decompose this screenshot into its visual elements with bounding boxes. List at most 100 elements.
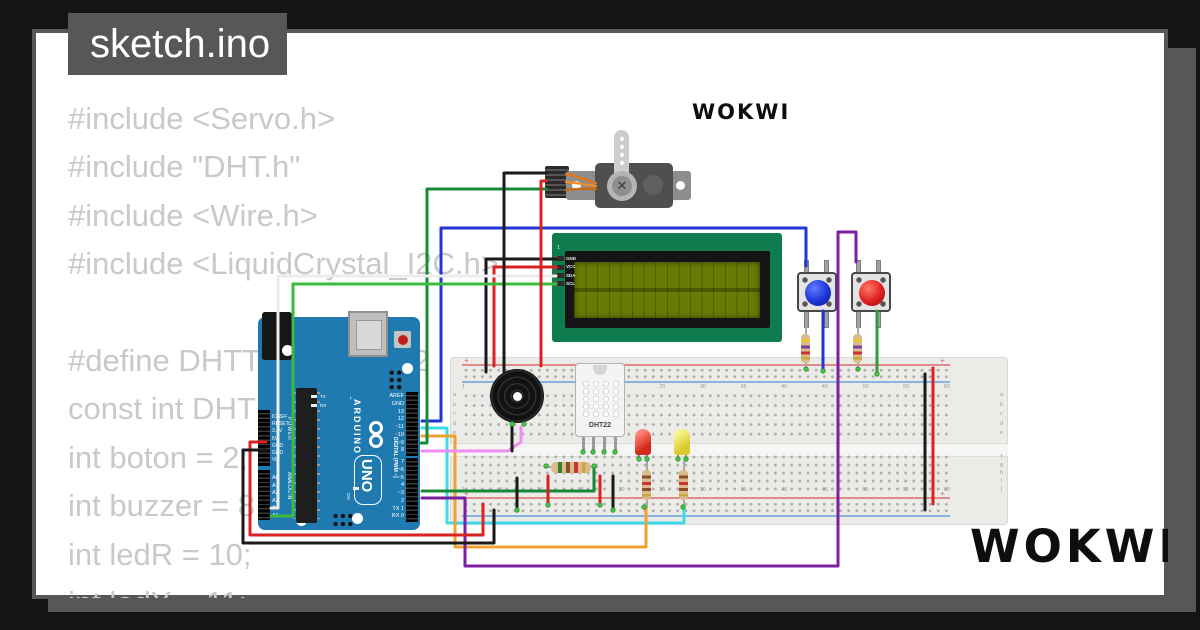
horn-hole xyxy=(619,153,624,157)
breadboard-bottom-rail-holes xyxy=(462,501,950,514)
resistor-lead xyxy=(805,326,807,334)
pin-label: ~11 xyxy=(395,424,404,430)
pin-label: VCC xyxy=(566,264,576,270)
column-number: 50 xyxy=(862,487,869,493)
servo-mount-tab-right xyxy=(671,171,691,200)
servo-wire-strand xyxy=(564,172,598,185)
servo-wire-strand xyxy=(564,180,598,188)
pin-label: 13 xyxy=(397,408,404,415)
buzzer-center-hole xyxy=(513,392,522,401)
digital-side-label: DIGITAL (PWM ~) xyxy=(392,437,398,478)
row-label: h xyxy=(999,470,1004,476)
dht-vent-grid xyxy=(581,380,619,418)
resistor-lead xyxy=(683,461,685,471)
code-line: #include <Wire.h> xyxy=(68,197,318,233)
row-label: a xyxy=(999,392,1004,398)
pin-label: SDA xyxy=(566,272,576,278)
breadboard-field-bottom xyxy=(462,453,950,493)
column-number: 35 xyxy=(740,383,747,390)
pin-label: 8 xyxy=(400,447,404,454)
uno-model-label: UNO xyxy=(358,459,375,493)
pushbutton-blue[interactable] xyxy=(797,272,837,312)
wire-5v-rail xyxy=(248,440,485,537)
wire-servo-gnd xyxy=(502,171,548,374)
breadboard-plus-mark: + xyxy=(464,356,469,365)
resistor-dht xyxy=(551,462,591,473)
dht-pin xyxy=(614,437,617,453)
breadboard-plus-mark: + xyxy=(940,489,945,498)
pin-label: 5V xyxy=(272,435,279,442)
wire-pin10-led-red xyxy=(420,434,648,549)
pushbutton-red[interactable] xyxy=(851,272,891,312)
code-line: #include "DHT.h" xyxy=(68,149,301,185)
reset-button-cap[interactable] xyxy=(397,334,408,345)
column-number: 40 xyxy=(781,487,788,493)
wire-lcd-scl-a5 xyxy=(269,282,558,518)
wire-lcd-gnd xyxy=(484,257,558,374)
row-label: e xyxy=(452,430,457,437)
pin-label: GND xyxy=(391,400,404,407)
pushbutton-red-cap[interactable] xyxy=(859,280,885,306)
wire-pin9-servo xyxy=(419,187,548,445)
reset-button[interactable] xyxy=(394,331,411,348)
resistor-led-red xyxy=(642,470,651,500)
sketch-filename-tab: sketch.ino xyxy=(68,13,287,75)
analog-header xyxy=(258,470,270,520)
column-number: 50 xyxy=(862,383,869,390)
servo-screw: ✕ xyxy=(612,176,632,196)
pin-label: TX 1 xyxy=(392,505,404,512)
resistor-led-yellow xyxy=(679,470,688,500)
pin-label: 7 xyxy=(400,459,404,465)
lcd-screen xyxy=(574,262,760,318)
on-led-label: ON xyxy=(346,493,351,500)
servo-horn xyxy=(614,130,629,182)
l-led-label: L xyxy=(350,395,353,400)
rx-led xyxy=(311,404,317,407)
column-number: 55 xyxy=(903,383,910,390)
servo-gear-secondary xyxy=(643,175,663,195)
led-red xyxy=(635,429,651,455)
row-label: i xyxy=(1000,478,1003,484)
pin-label: AREF xyxy=(389,393,404,399)
usb-connector xyxy=(348,311,388,357)
dht-label: DHT22 xyxy=(588,422,612,429)
row-label: f xyxy=(1000,454,1003,460)
resistor-lead xyxy=(646,461,648,471)
resistor-lead xyxy=(805,362,807,370)
wire-pin3-dht xyxy=(420,465,596,493)
pin-label: ~9 xyxy=(397,439,404,446)
resistor-button-blue xyxy=(801,334,810,363)
pin-label: ~3 xyxy=(397,490,404,496)
pin-label: GND xyxy=(566,256,576,261)
column-number: 55 xyxy=(903,487,910,493)
mounting-hole xyxy=(352,513,363,524)
wire-pin11-led-yellow xyxy=(420,426,686,525)
pushbutton-blue-cap[interactable] xyxy=(805,280,831,306)
wokwi-logo-top: WOKWI xyxy=(692,100,791,124)
wire-pin2-button-red xyxy=(420,230,858,568)
page-shadow-bottom xyxy=(48,598,1196,612)
column-number: 30 xyxy=(699,383,706,390)
horn-hole xyxy=(619,161,624,165)
tx-led xyxy=(311,395,317,398)
column-number: 25 xyxy=(659,487,666,493)
pin-label: Vin xyxy=(272,457,280,464)
wokwi-logo-bottom: WOKWI xyxy=(970,520,1180,573)
row-label: e xyxy=(999,430,1004,437)
breadboard-plus-mark: + xyxy=(464,489,469,498)
column-number: 60 xyxy=(943,487,950,493)
servo-mount-hole xyxy=(676,181,685,190)
column-number: 25 xyxy=(659,383,666,390)
resistor-lead xyxy=(857,362,859,370)
breadboard-rail-line xyxy=(462,381,950,383)
pin-label: ~6 xyxy=(397,466,404,473)
pin-label: RX 0 xyxy=(391,513,404,520)
wire-pin8-buzzer xyxy=(420,425,523,453)
resistor-button-red xyxy=(853,334,862,363)
code-line: #include <Servo.h> xyxy=(68,101,336,136)
pin-label: IOREF xyxy=(272,414,288,420)
